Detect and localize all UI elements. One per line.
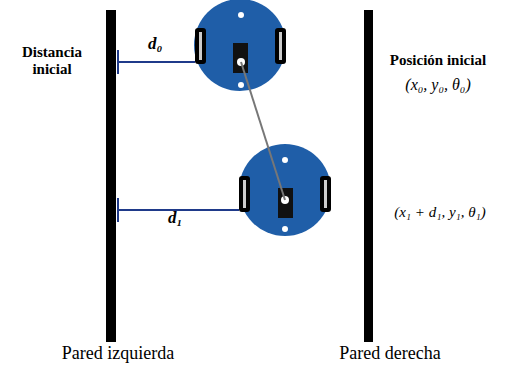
distance-symbol: d₀	[148, 34, 162, 54]
wall-name: Pared derecha	[300, 343, 480, 364]
robot-bottom	[239, 144, 331, 236]
robot-top	[194, 0, 286, 91]
position-label: Posición inicial	[368, 52, 508, 69]
trajectory-line	[241, 62, 285, 200]
wall-name: Pared izquierda	[18, 343, 218, 364]
left-wall	[106, 10, 116, 342]
wall-distance-label: Distancia inicial	[2, 44, 102, 79]
pose-coordinates: (x₁ + d₁, y₁, θ₁)	[372, 204, 508, 221]
distance-symbol: d₁	[168, 208, 182, 228]
pose-coordinates: (x₀, y₀, θ₀)	[368, 76, 508, 94]
distance-d0	[118, 50, 195, 74]
right-wall	[364, 10, 373, 342]
